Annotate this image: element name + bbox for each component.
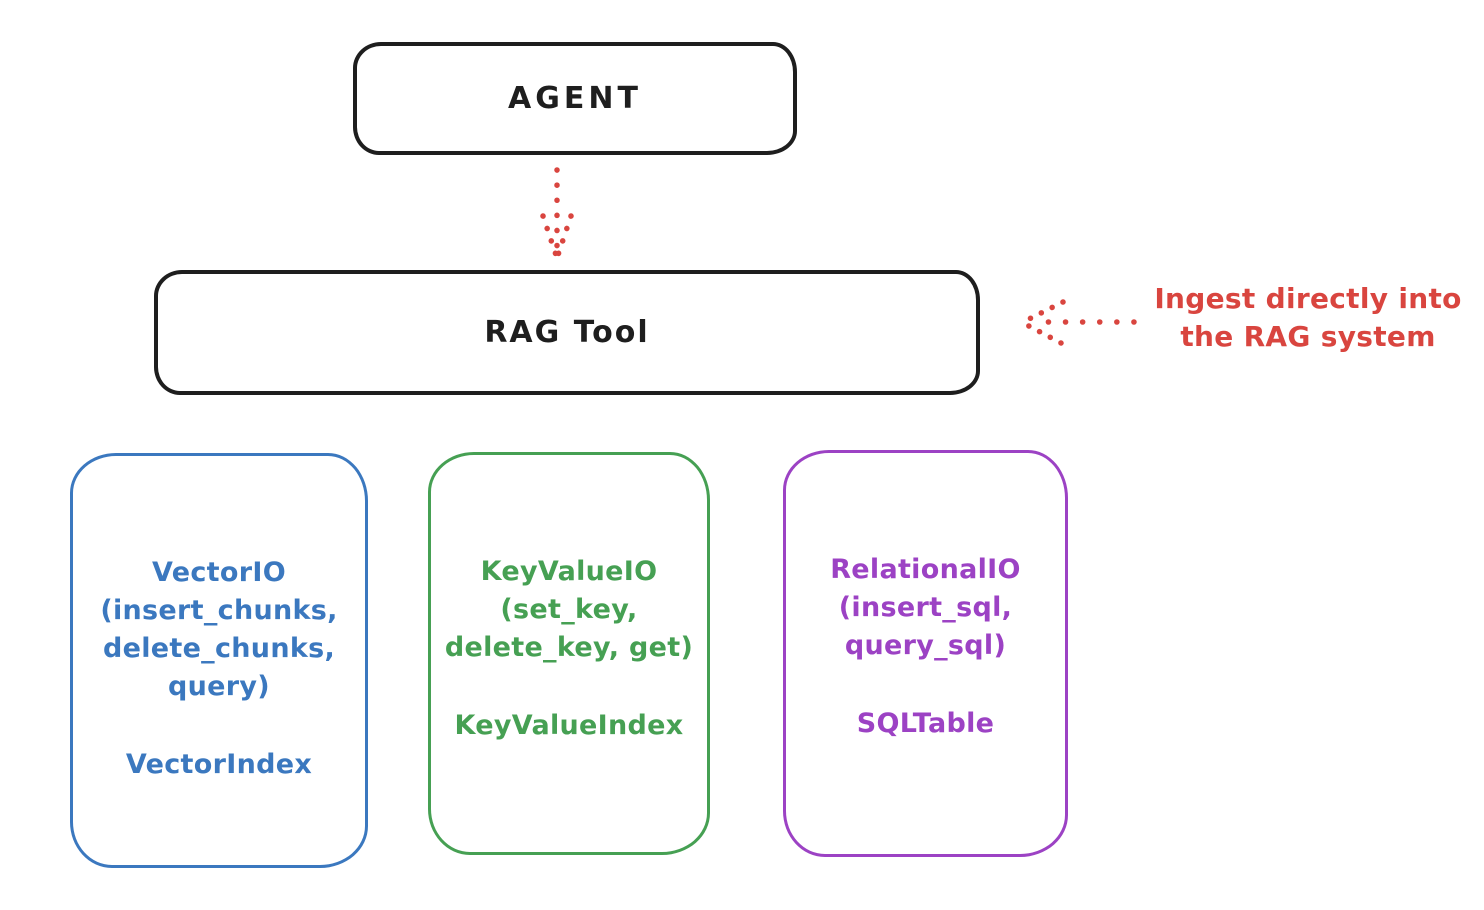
backend-card-keyvalueio: KeyValueIO (set_key, delete_key, get) Ke… <box>428 452 710 855</box>
backend-signature-line: (set_key, <box>500 594 638 625</box>
ingest-annotation-line1: Ingest directly into <box>1154 282 1462 315</box>
annotation-to-rag-tool-arrow <box>1024 299 1137 346</box>
agent-node: AGENT <box>353 42 797 155</box>
backend-signature-line: (insert_chunks, <box>100 595 338 626</box>
backend-name: KeyValueIO <box>480 556 658 587</box>
backend-name: VectorIO <box>152 557 286 588</box>
agent-to-rag-tool-arrow <box>540 167 574 258</box>
backend-signature-line: delete_key, get) <box>444 632 694 663</box>
backend-name: RelationalIO <box>830 554 1021 585</box>
rag-tool-node: RAG Tool <box>154 270 980 395</box>
backend-signature-line: (insert_sql, <box>838 592 1013 623</box>
ingest-annotation-line2: the RAG system <box>1180 320 1436 353</box>
backend-signature-line: query) <box>168 671 270 702</box>
rag-tool-node-label: RAG Tool <box>484 315 650 350</box>
ingest-annotation: Ingest directly into the RAG system <box>1140 280 1476 356</box>
backend-index-label: KeyValueIndex <box>454 710 684 741</box>
backend-card-relationalio: RelationalIO (insert_sql, query_sql) SQL… <box>783 450 1068 857</box>
backend-signature-line: delete_chunks, <box>102 633 336 664</box>
backend-index-label: SQLTable <box>856 708 995 739</box>
backend-card-keyvalueio-text: KeyValueIO (set_key, delete_key, get) Ke… <box>431 553 707 745</box>
backend-card-vectorio: VectorIO (insert_chunks, delete_chunks, … <box>70 453 368 868</box>
backend-index-label: VectorIndex <box>125 749 313 780</box>
backend-card-vectorio-text: VectorIO (insert_chunks, delete_chunks, … <box>73 554 365 784</box>
backend-card-relationalio-text: RelationalIO (insert_sql, query_sql) SQL… <box>786 551 1065 743</box>
backend-signature-line: query_sql) <box>844 630 1007 661</box>
agent-node-label: AGENT <box>508 81 642 116</box>
